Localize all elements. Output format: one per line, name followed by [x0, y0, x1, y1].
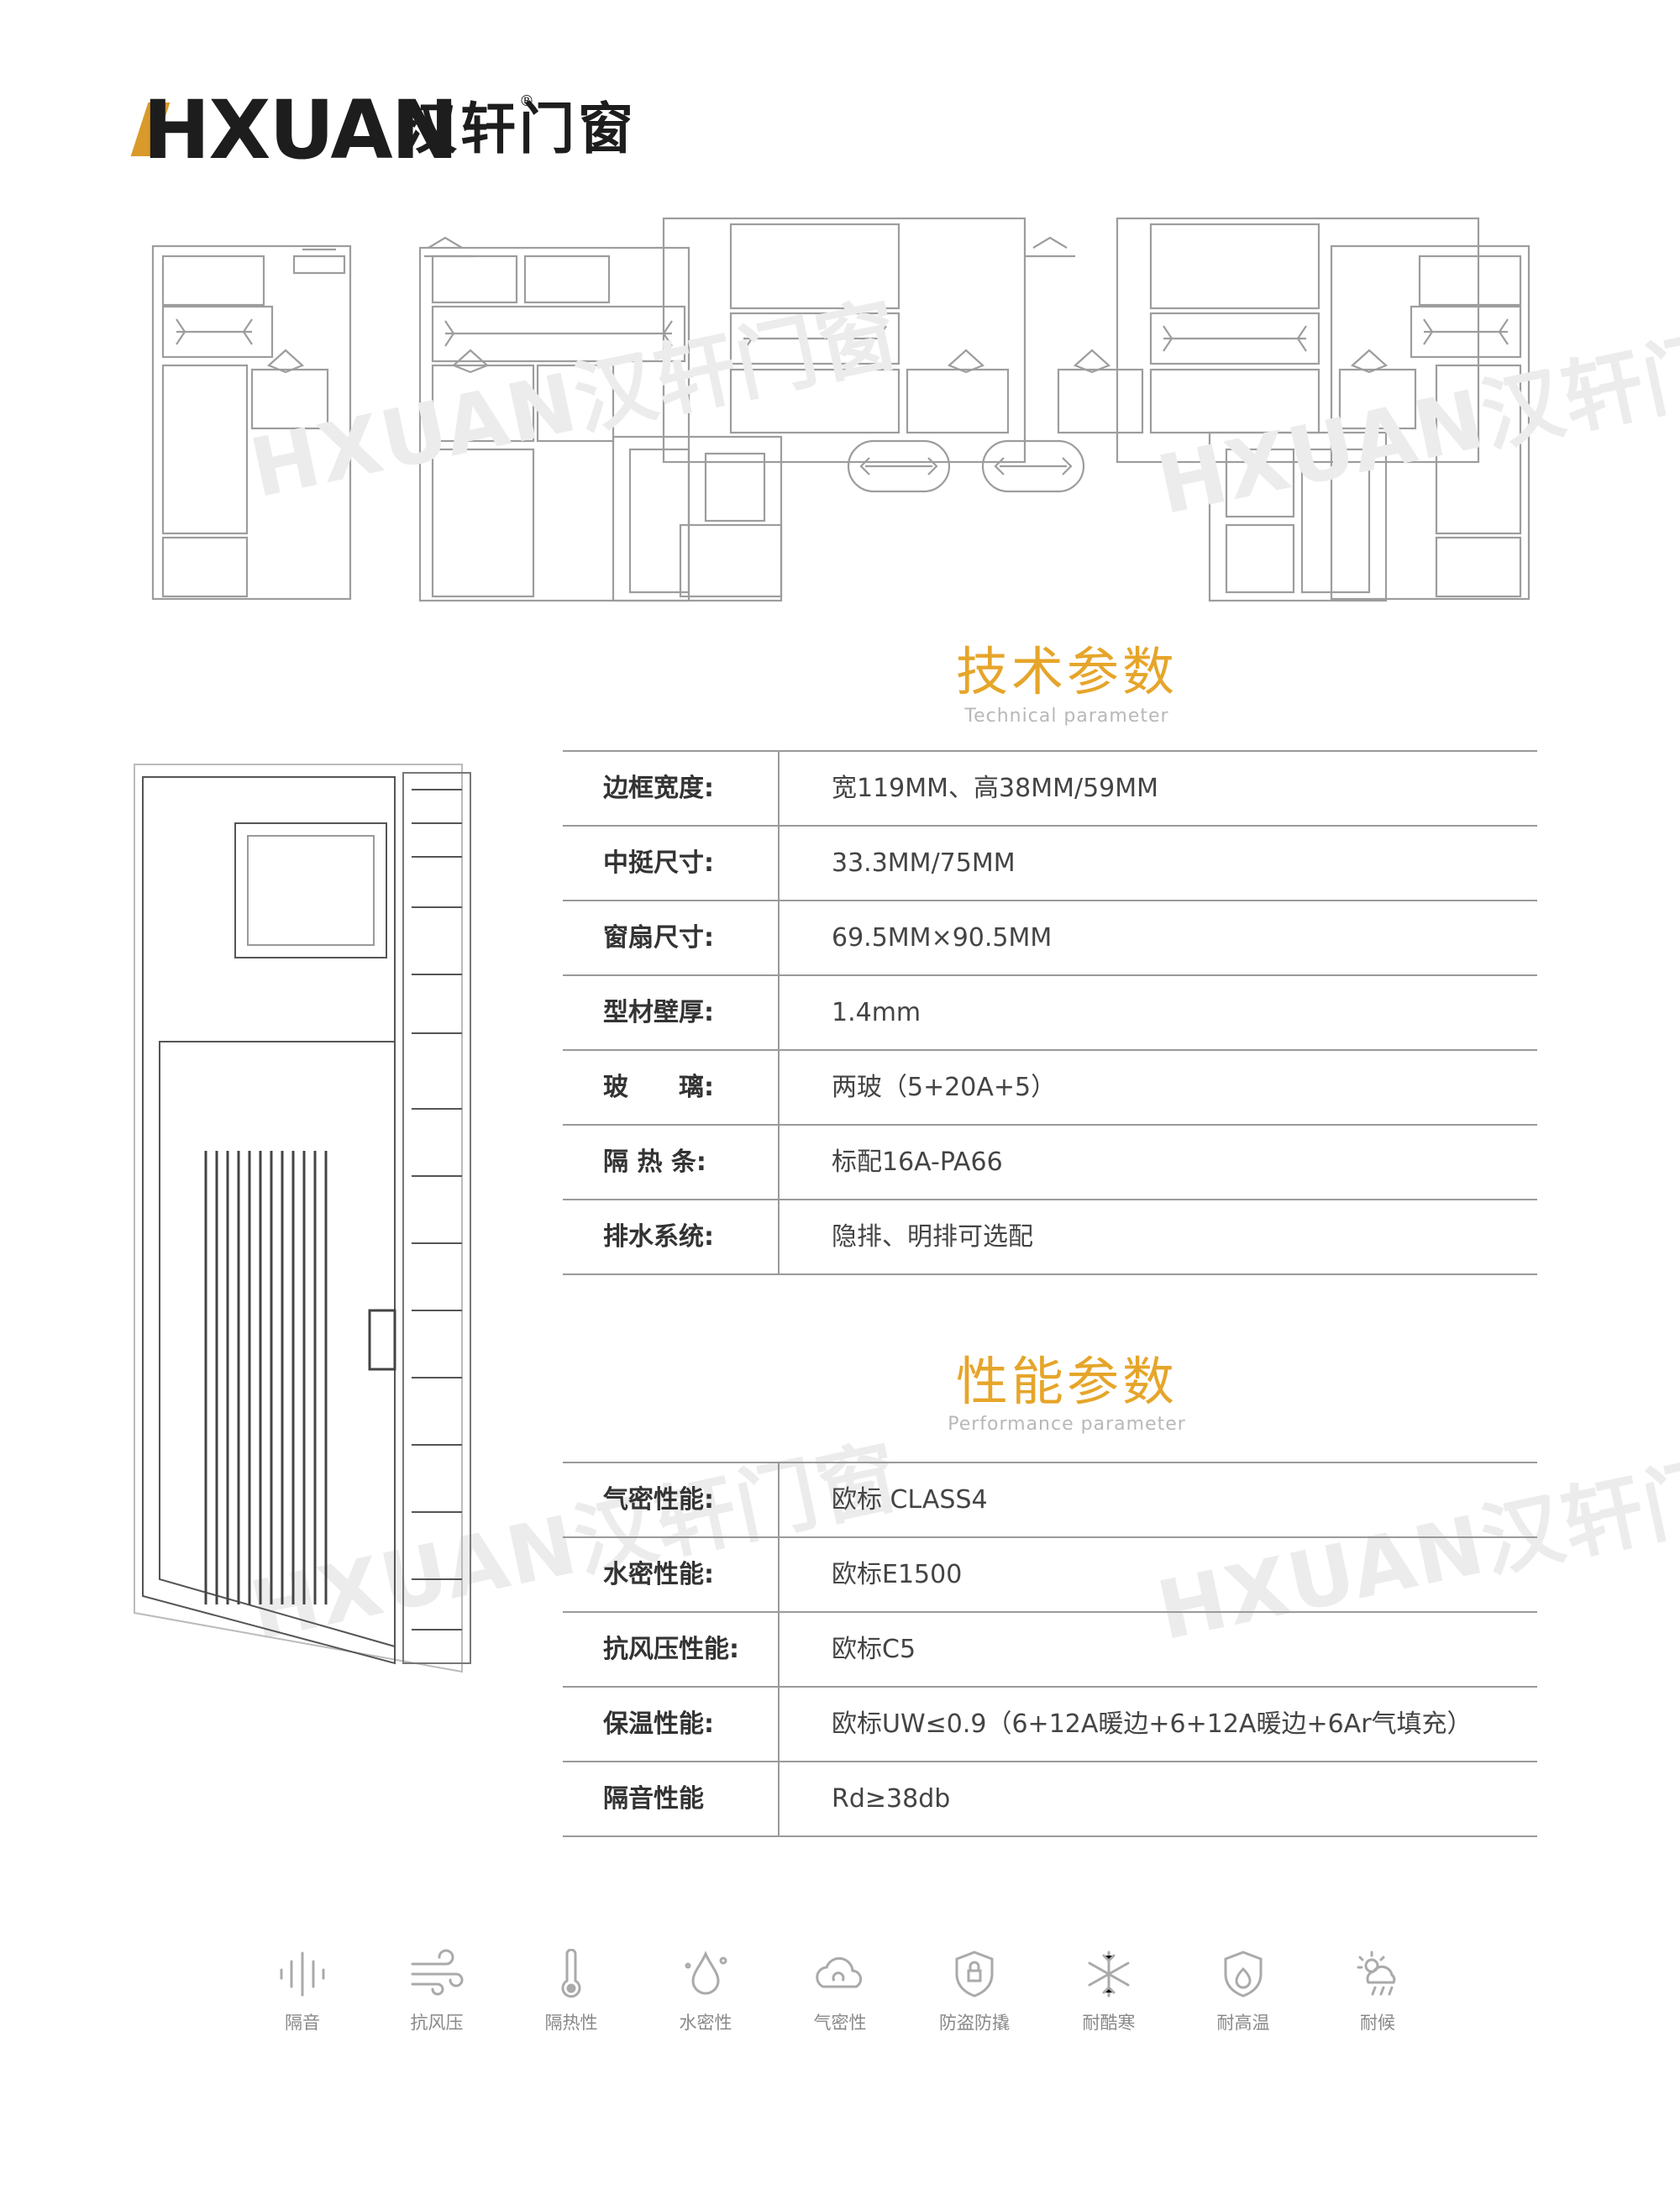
- param-label: 水密性能:: [563, 1538, 780, 1611]
- param-value: 33.3MM/75MM: [832, 848, 1016, 878]
- sun-rain-icon: [1357, 1951, 1396, 1996]
- param-value: 欧标E1500: [832, 1560, 963, 1589]
- feature-item: 水密性: [655, 1949, 756, 2035]
- technical-subtitle: Technical parameter: [964, 706, 1169, 727]
- profile-cross-section-diagram: [151, 217, 1530, 602]
- feature-item: 防盗防撬: [924, 1949, 1025, 2035]
- feature-label: 水密性: [679, 2013, 732, 2033]
- table-row: 边框宽度: 宽119MM、高38MM/59MM: [563, 752, 1537, 827]
- logo-registered-mark: ®: [519, 92, 534, 110]
- param-value: 两玻（5+20A+5）: [832, 1073, 1057, 1102]
- param-value: 69.5MM×90.5MM: [832, 923, 1053, 953]
- performance-title: 性能参数: [955, 1351, 1178, 1412]
- feature-item: 隔音: [252, 1949, 353, 2035]
- param-label: 隔 热 条:: [563, 1126, 780, 1199]
- logo-chinese-text: 汉轩门窗: [402, 97, 637, 161]
- cloud-icon: [816, 1956, 863, 1988]
- param-label: 窗扇尺寸:: [563, 901, 780, 974]
- param-value: 1.4mm: [832, 998, 921, 1027]
- param-label: 边框宽度:: [563, 752, 780, 825]
- param-value: 欧标UW≤0.9（6+12A暖边+6+12A暖边+6Ar气填充）: [832, 1709, 1473, 1739]
- snowflake-icon: [1088, 1951, 1130, 1998]
- feature-item: 气密性: [790, 1949, 890, 2035]
- param-label: 气密性能:: [563, 1463, 780, 1536]
- param-label: 中挺尺寸:: [563, 827, 780, 900]
- table-row: 水密性能: 欧标E1500: [563, 1538, 1537, 1613]
- feature-item: 抗风压: [386, 1949, 487, 2035]
- logo-latin-text: HXUAN: [143, 83, 459, 177]
- shield-flame-icon: [1224, 1951, 1263, 1998]
- param-label: 隔音性能: [563, 1762, 780, 1835]
- table-row: 窗扇尺寸: 69.5MM×90.5MM: [563, 901, 1537, 976]
- table-row: 中挺尺寸: 33.3MM/75MM: [563, 827, 1537, 901]
- brand-logo: HXUAN ® 汉轩门窗: [130, 83, 680, 177]
- feature-label: 抗风压: [410, 2013, 464, 2033]
- wind-icon: [411, 1949, 464, 1996]
- feature-label: 耐酷寒: [1082, 2013, 1136, 2033]
- table-row: 型材壁厚: 1.4mm: [563, 976, 1537, 1051]
- feature-item: 隔热性: [521, 1949, 622, 2035]
- param-label: 保温性能:: [563, 1688, 780, 1761]
- param-label: 玻 璃:: [563, 1051, 780, 1124]
- feature-item: 耐候: [1327, 1949, 1428, 2035]
- param-value: Rd≥38db: [832, 1784, 951, 1814]
- param-label: 排水系统:: [563, 1200, 780, 1273]
- feature-label: 隔热性: [544, 2013, 598, 2033]
- feature-icons-row: 隔音 抗风压 隔热性 水密性: [252, 1949, 1445, 2050]
- param-value: 宽119MM、高38MM/59MM: [832, 774, 1159, 803]
- table-row: 隔音性能 Rd≥38db: [563, 1762, 1537, 1837]
- feature-item: 耐高温: [1193, 1949, 1294, 2035]
- param-value: 隐排、明排可选配: [832, 1222, 1033, 1252]
- feature-label: 耐候: [1360, 2013, 1395, 2033]
- performance-table: 气密性能: 欧标 CLASS4 水密性能: 欧标E1500 抗风压性能: 欧标C…: [563, 1462, 1537, 1837]
- param-value: 标配16A-PA66: [832, 1147, 1003, 1177]
- table-row: 保温性能: 欧标UW≤0.9（6+12A暖边+6+12A暖边+6Ar气填充）: [563, 1688, 1537, 1762]
- thermometer-icon: [561, 1949, 581, 1998]
- performance-subtitle: Performance parameter: [948, 1414, 1186, 1435]
- table-row: 气密性能: 欧标 CLASS4: [563, 1463, 1537, 1538]
- feature-label: 气密性: [813, 2013, 867, 2033]
- technical-table: 边框宽度: 宽119MM、高38MM/59MM 中挺尺寸: 33.3MM/75M…: [563, 750, 1537, 1275]
- sound-icon: [280, 1951, 325, 1997]
- table-row: 隔 热 条: 标配16A-PA66: [563, 1126, 1537, 1200]
- water-drop-icon: [685, 1951, 727, 1995]
- feature-item: 耐酷寒: [1058, 1949, 1159, 2035]
- param-label: 抗风压性能:: [563, 1613, 780, 1686]
- feature-label: 隔音: [285, 2013, 320, 2033]
- param-value: 欧标C5: [832, 1635, 916, 1664]
- table-row: 排水系统: 隐排、明排可选配: [563, 1200, 1537, 1275]
- param-value: 欧标 CLASS4: [832, 1485, 988, 1515]
- shield-lock-icon: [955, 1951, 994, 1998]
- feature-label: 防盗防撬: [939, 2013, 1010, 2033]
- table-row: 玻 璃: 两玻（5+20A+5）: [563, 1051, 1537, 1126]
- technical-title: 技术参数: [955, 641, 1178, 702]
- param-label: 型材壁厚:: [563, 976, 780, 1049]
- window-profile-render: [134, 764, 471, 1673]
- table-row: 抗风压性能: 欧标C5: [563, 1613, 1537, 1688]
- feature-label: 耐高温: [1216, 2013, 1270, 2033]
